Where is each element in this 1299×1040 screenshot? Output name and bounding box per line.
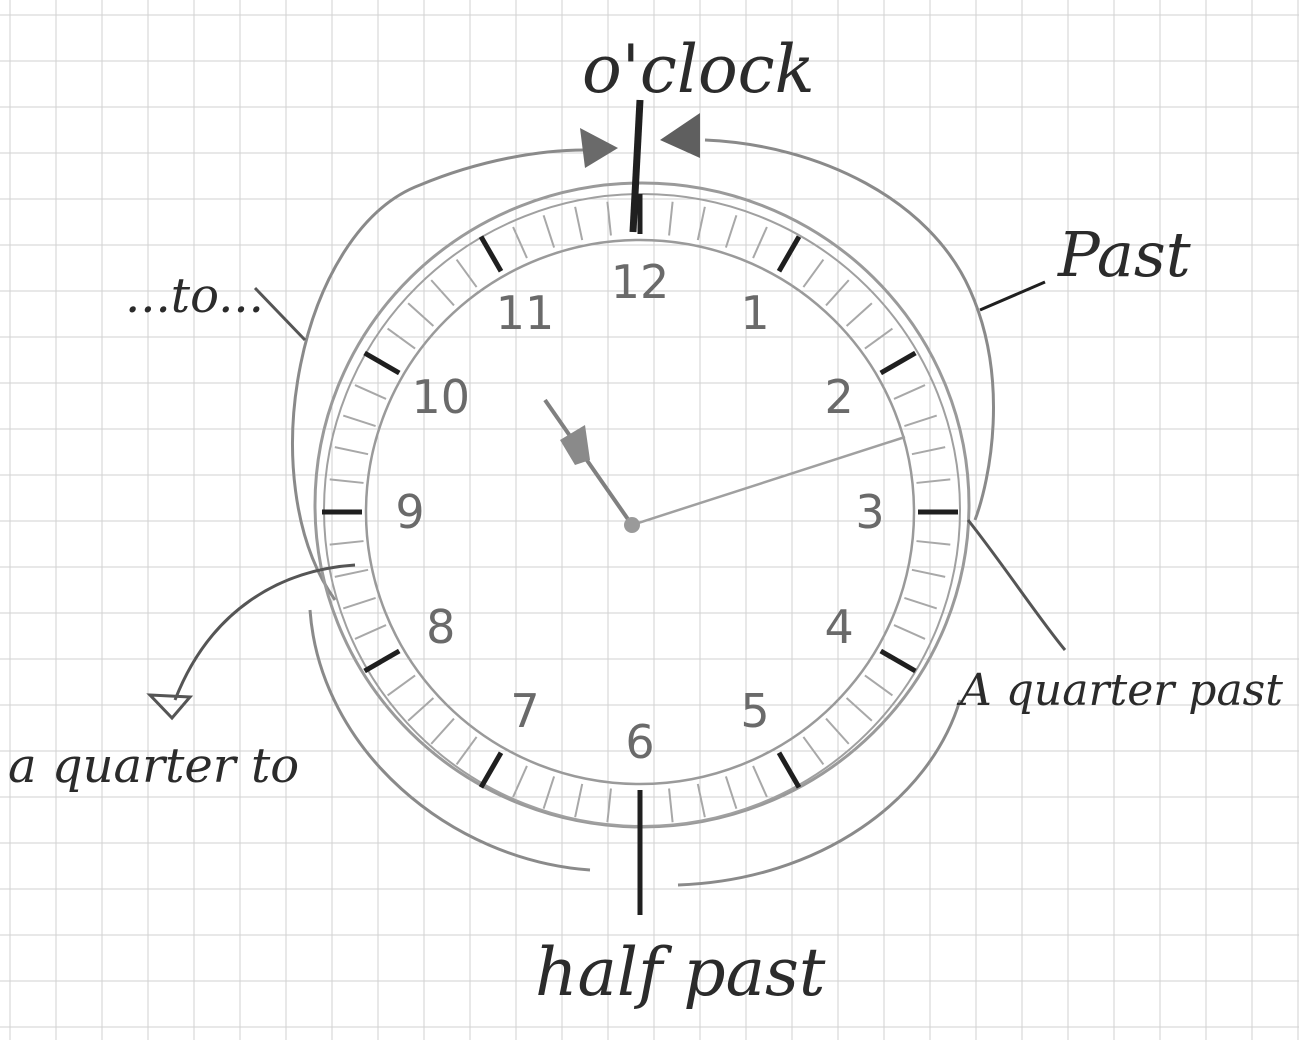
hour-tick (481, 753, 501, 788)
minute-tick (431, 280, 454, 305)
minute-tick (803, 260, 823, 288)
clock-number-10: 10 (412, 370, 471, 424)
minute-tick (335, 570, 368, 577)
clock-number-5: 5 (740, 684, 769, 738)
hour-tick (881, 353, 916, 373)
minute-tick (575, 207, 582, 240)
minute-tick (669, 202, 673, 236)
minute-tick (330, 541, 364, 545)
minute-tick (894, 385, 925, 399)
minute-tick (575, 784, 582, 817)
minute-tick (916, 541, 950, 545)
minute-tick (355, 385, 386, 399)
label-past: Past (1057, 218, 1191, 291)
clock-number-11: 11 (496, 286, 555, 340)
minute-tick (904, 416, 936, 427)
minute-tick (355, 625, 386, 639)
past-pointer (980, 282, 1045, 310)
minute-tick (330, 479, 364, 483)
label-quarter-past: A quarter past (956, 665, 1283, 716)
clock-number-8: 8 (426, 600, 455, 654)
minute-tick (753, 227, 767, 258)
hour-tick (365, 353, 400, 373)
minute-tick (335, 447, 368, 454)
minute-tick (698, 784, 705, 817)
minute-tick (847, 303, 872, 326)
clock-number-2: 2 (825, 370, 854, 424)
quarter-to-pointer (175, 565, 355, 700)
hour-tick (481, 237, 501, 272)
minute-tick (408, 303, 433, 326)
minute-tick (544, 776, 555, 808)
hour-tick (779, 753, 799, 788)
minute-tick (513, 227, 527, 258)
minute-tick (912, 447, 945, 454)
clock-number-4: 4 (825, 600, 854, 654)
minute-tick (698, 207, 705, 240)
arrow-head-icon (580, 128, 618, 168)
hour-hand (545, 400, 632, 525)
minute-tick (912, 570, 945, 577)
arrow-head-icon (150, 695, 190, 718)
minute-tick (388, 675, 416, 695)
minute-tick (904, 598, 936, 609)
minute-tick (753, 766, 767, 797)
arrow-head-icon (660, 113, 700, 158)
label-oclock: o'clock (582, 31, 815, 108)
minute-tick (513, 766, 527, 797)
minute-tick (726, 215, 737, 247)
clock-minute-band-inner (366, 240, 914, 784)
clock-number-7: 7 (510, 684, 539, 738)
minute-tick (726, 776, 737, 808)
minute-tick (343, 416, 375, 427)
label-half-past: half past (535, 934, 826, 1011)
minute-tick (865, 329, 893, 349)
quarter-past-pointer (968, 520, 1065, 650)
label-quarter-to: a quarter to (8, 738, 299, 794)
minute-tick (865, 675, 893, 695)
minute-tick (457, 260, 477, 288)
minute-tick (916, 479, 950, 483)
hour-tick (365, 651, 400, 671)
minute-tick (408, 698, 433, 721)
minute-tick (343, 598, 375, 609)
minute-tick (544, 215, 555, 247)
hour-tick (779, 237, 799, 272)
clock-number-12: 12 (611, 255, 670, 309)
minute-tick (894, 625, 925, 639)
minute-tick (826, 719, 849, 744)
clock-number-3: 3 (855, 485, 884, 539)
minute-tick (669, 788, 673, 822)
clock-number-9: 9 (395, 485, 424, 539)
minute-tick (388, 329, 416, 349)
clock-center-pin (624, 517, 640, 533)
minute-tick (847, 698, 872, 721)
label-to: ...to... (125, 268, 264, 324)
hour-tick (881, 651, 916, 671)
minute-tick (431, 719, 454, 744)
clock-number-6: 6 (625, 715, 654, 769)
minute-tick (826, 280, 849, 305)
clock-number-1: 1 (740, 286, 769, 340)
bottom-right-arc (678, 700, 960, 885)
